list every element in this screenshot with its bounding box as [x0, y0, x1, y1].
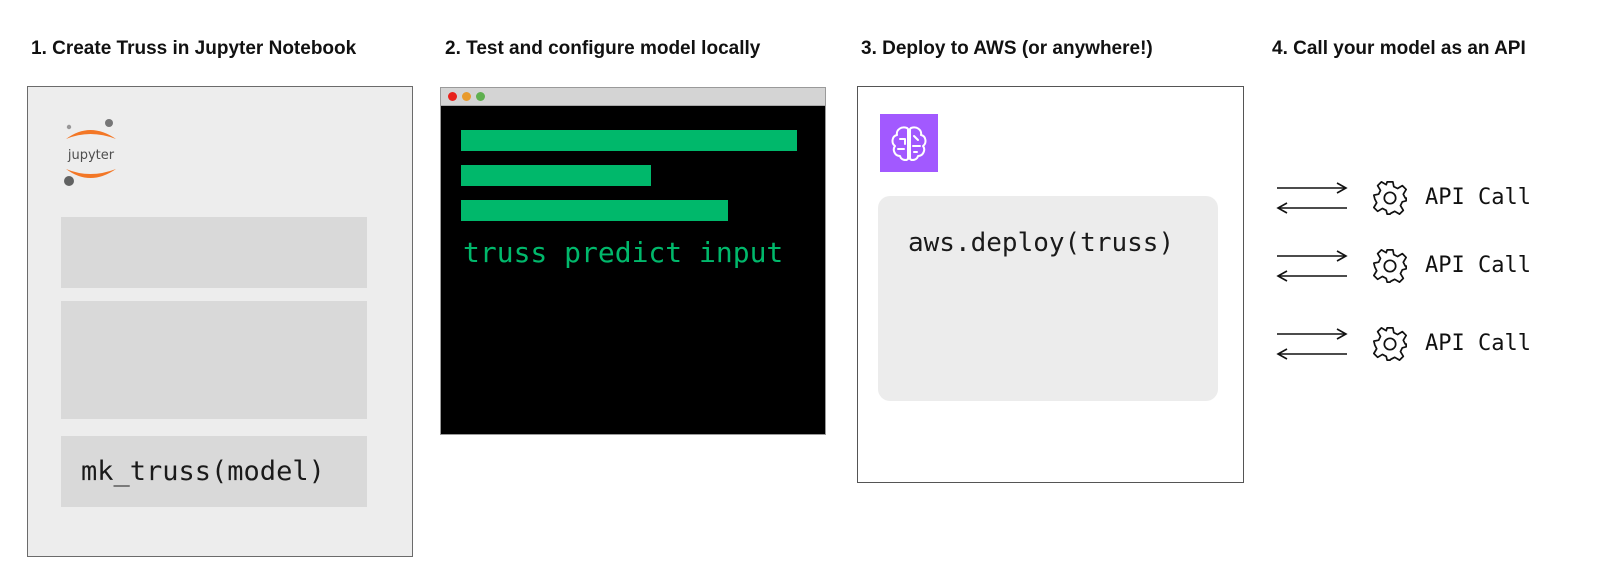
- close-dot-icon[interactable]: [448, 92, 457, 101]
- gear-icon: [1372, 326, 1408, 362]
- terminal-output-bar-1: [461, 130, 797, 151]
- terminal-output-bar-2: [461, 165, 651, 186]
- bidirectional-arrows-icon: [1276, 328, 1348, 360]
- notebook-cell-2[interactable]: [61, 301, 367, 419]
- jupyter-logo-text: jupyter: [67, 148, 115, 163]
- api-call-row-2: API Call: [1275, 244, 1575, 288]
- terminal-output-bar-3: [461, 200, 728, 221]
- bidirectional-arrows-icon: [1276, 250, 1348, 282]
- step-3-title: 3. Deploy to AWS (or anywhere!): [861, 38, 1153, 59]
- gear-icon: [1372, 248, 1408, 284]
- aws-deploy-panel: aws.deploy(truss): [857, 86, 1244, 483]
- jupyter-logo-icon: jupyter: [64, 119, 116, 186]
- api-call-label: API Call: [1425, 185, 1531, 210]
- notebook-code-cell[interactable]: mk_truss(model): [61, 436, 367, 507]
- bidirectional-arrows-icon: [1276, 182, 1348, 214]
- api-call-row-1: API Call: [1275, 176, 1575, 220]
- maximize-dot-icon[interactable]: [476, 92, 485, 101]
- aws-sagemaker-brain-icon: [880, 114, 938, 172]
- step-2-title: 2. Test and configure model locally: [445, 38, 761, 59]
- notebook-cell-1[interactable]: [61, 217, 367, 288]
- api-call-label: API Call: [1425, 331, 1531, 356]
- terminal-command: truss predict input: [463, 236, 784, 269]
- window-titlebar: [441, 88, 825, 106]
- step-1-title: 1. Create Truss in Jupyter Notebook: [31, 38, 357, 59]
- minimize-dot-icon[interactable]: [462, 92, 471, 101]
- jupyter-notebook-panel: jupyter mk_truss(model): [27, 86, 413, 557]
- api-call-row-3: API Call: [1275, 322, 1575, 366]
- code-cell-text: mk_truss(model): [81, 456, 325, 487]
- gear-icon: [1372, 180, 1408, 216]
- deploy-code-text: aws.deploy(truss): [908, 228, 1175, 258]
- api-call-label: API Call: [1425, 253, 1531, 278]
- terminal-window: truss predict input: [440, 87, 826, 435]
- step-4-title: 4. Call your model as an API: [1272, 38, 1526, 59]
- deploy-code-box: aws.deploy(truss): [878, 196, 1218, 401]
